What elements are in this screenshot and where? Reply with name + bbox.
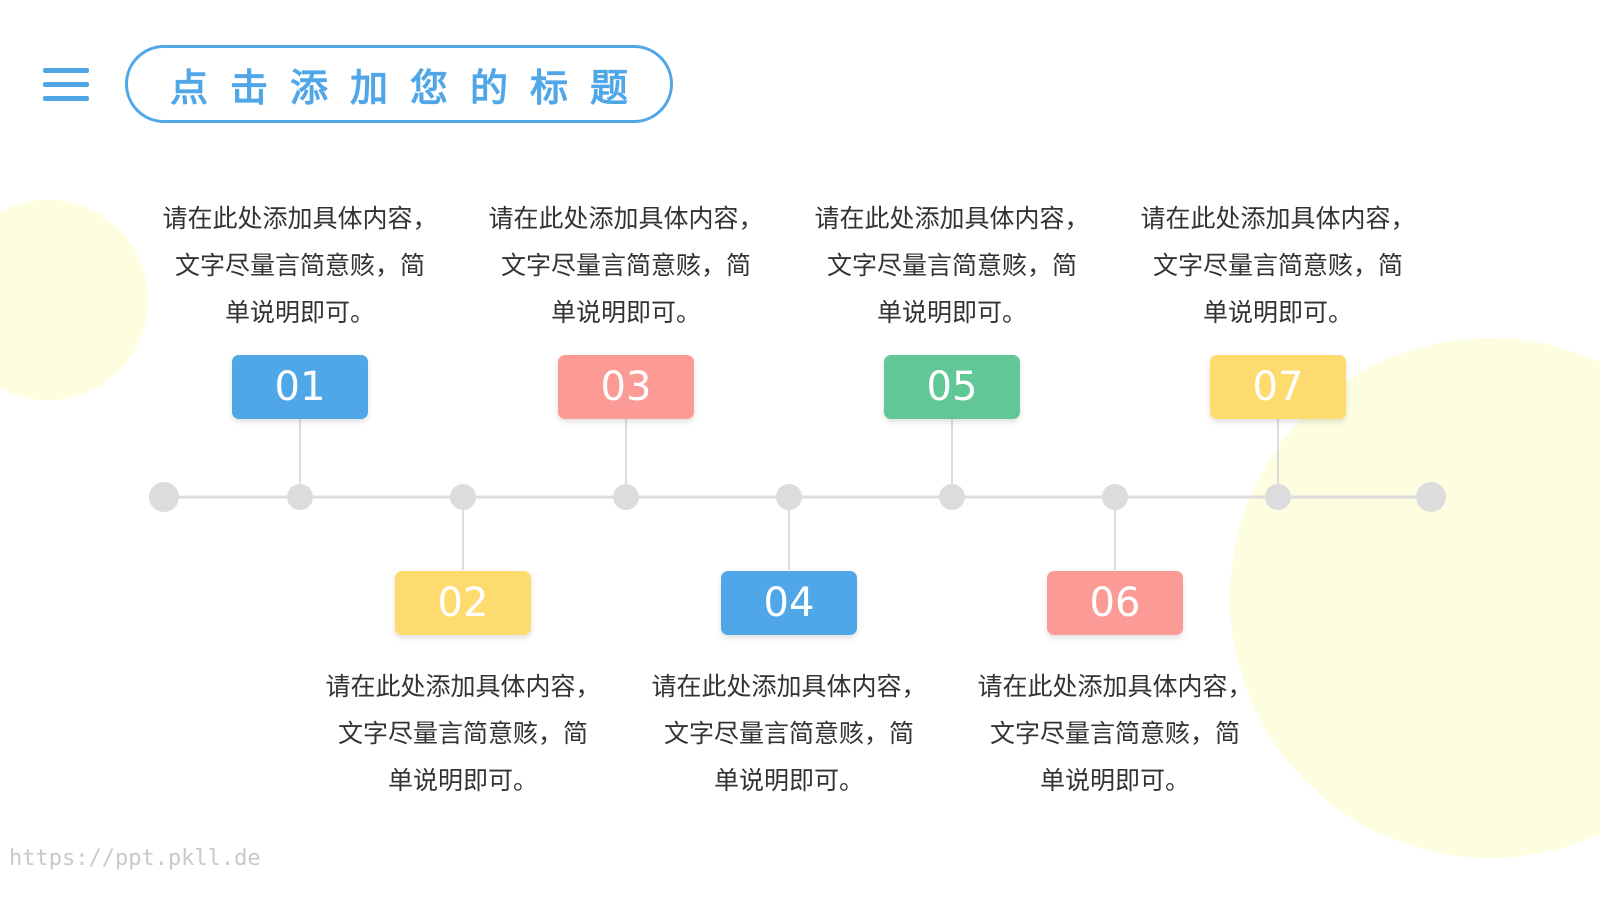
hamburger-menu-icon[interactable] <box>43 68 89 102</box>
step-description-line: 单说明即可。 <box>1202 298 1353 327</box>
step-description-line: 文字尽量言简意赅，简 <box>826 251 1077 280</box>
step-description-line: 单说明即可。 <box>713 766 864 795</box>
step-badge-06: 06 <box>1047 571 1183 635</box>
step-description-line: 单说明即可。 <box>224 298 375 327</box>
step-description-line: 文字尽量言简意赅，简 <box>989 719 1240 748</box>
step-description-05: 请在此处添加具体内容， 文字尽量言简意赅，简单说明即可。 <box>807 195 1097 336</box>
step-description-line: 单说明即可。 <box>876 298 1027 327</box>
title-pill: 点击添加您的标题 <box>125 45 673 123</box>
step-description-line: 请在此处添加具体内容， <box>488 204 764 233</box>
timeline-end-dot-right <box>1416 482 1446 512</box>
timeline-dot-06 <box>1102 484 1128 510</box>
timeline-dot-07 <box>1265 484 1291 510</box>
timeline-dot-05 <box>939 484 965 510</box>
step-description-line: 文字尽量言简意赅，简 <box>500 251 751 280</box>
timeline-end-dot-left <box>149 482 179 512</box>
timeline-dot-03 <box>613 484 639 510</box>
step-description-03: 请在此处添加具体内容， 文字尽量言简意赅，简单说明即可。 <box>481 195 771 336</box>
step-badge-03: 03 <box>558 355 694 419</box>
step-description-line: 请在此处添加具体内容， <box>651 672 927 701</box>
step-badge-02: 02 <box>395 571 531 635</box>
step-description-line: 文字尽量言简意赅，简 <box>663 719 914 748</box>
timeline-dot-02 <box>450 484 476 510</box>
step-description-line: 请在此处添加具体内容， <box>1140 204 1416 233</box>
step-description-line: 文字尽量言简意赅，简 <box>174 251 425 280</box>
step-description-line: 请在此处添加具体内容， <box>325 672 601 701</box>
step-description-line: 文字尽量言简意赅，简 <box>337 719 588 748</box>
step-badge-07: 07 <box>1210 355 1346 419</box>
step-badge-01: 01 <box>232 355 368 419</box>
step-description-01: 请在此处添加具体内容， 文字尽量言简意赅，简单说明即可。 <box>155 195 445 336</box>
step-description-line: 请在此处添加具体内容， <box>814 204 1090 233</box>
watermark-text: https://ppt.pkll.de <box>9 846 261 871</box>
step-description-line: 单说明即可。 <box>387 766 538 795</box>
timeline-dot-01 <box>287 484 313 510</box>
timeline-dot-04 <box>776 484 802 510</box>
step-badge-04: 04 <box>721 571 857 635</box>
step-description-line: 请在此处添加具体内容， <box>977 672 1253 701</box>
step-description-line: 文字尽量言简意赅，简 <box>1152 251 1403 280</box>
step-description-line: 单说明即可。 <box>550 298 701 327</box>
step-description-line: 单说明即可。 <box>1039 766 1190 795</box>
step-badge-05: 05 <box>884 355 1020 419</box>
step-description-02: 请在此处添加具体内容， 文字尽量言简意赅，简单说明即可。 <box>318 663 608 804</box>
step-description-line: 请在此处添加具体内容， <box>162 204 438 233</box>
page-title: 点击添加您的标题 <box>169 65 650 110</box>
step-description-07: 请在此处添加具体内容， 文字尽量言简意赅，简单说明即可。 <box>1133 195 1423 336</box>
step-description-06: 请在此处添加具体内容， 文字尽量言简意赅，简单说明即可。 <box>970 663 1260 804</box>
step-description-04: 请在此处添加具体内容， 文字尽量言简意赅，简单说明即可。 <box>644 663 934 804</box>
